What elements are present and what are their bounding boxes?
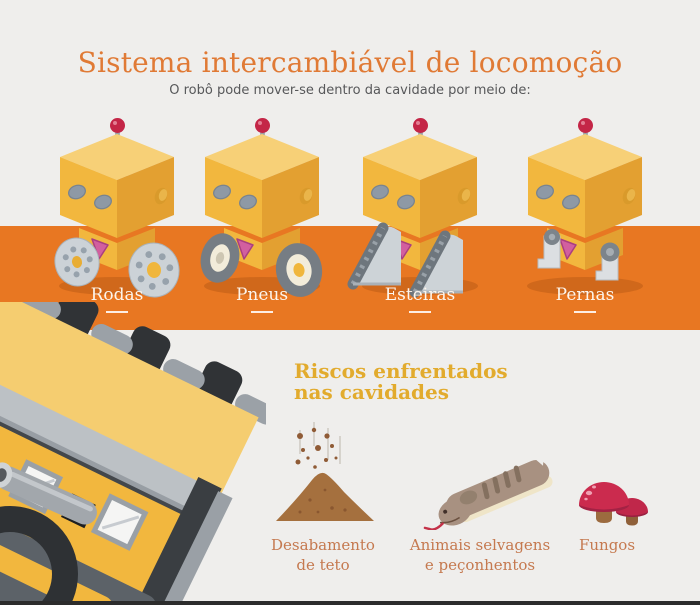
bottom-edge-bar <box>0 601 700 605</box>
risks-heading: Riscos enfrentados nas cavidades <box>294 359 508 404</box>
snake-icon <box>423 450 553 530</box>
mushrooms-icon <box>579 482 648 526</box>
locomotion-label-pneus: Pneus <box>202 285 322 313</box>
locomotion-label-esteiras: Esteiras <box>360 285 480 313</box>
robot-tires-icon <box>195 117 327 300</box>
page-subtitle: O robô pode mover-se dentro da cavidade … <box>169 83 531 98</box>
risk-label-fungi: Fungos <box>578 536 636 554</box>
locomotion-label-pernas: Pernas <box>525 285 645 313</box>
robot-wheels-icon <box>49 117 184 300</box>
locomotion-label-rodas: Rodas <box>57 285 177 313</box>
page-title: Sistema intercambiável de locomoção <box>77 46 623 79</box>
robot-tracks-icon <box>345 117 478 300</box>
roof-collapse-icon <box>276 422 374 521</box>
robot-legs-icon <box>527 117 643 295</box>
risk-label-roof-collapse: Desabamento de teto <box>271 536 375 574</box>
explorer-robot-illustration <box>0 302 266 605</box>
risk-label-wild-animals: Animais selvagens e peçonhentos <box>409 536 551 574</box>
